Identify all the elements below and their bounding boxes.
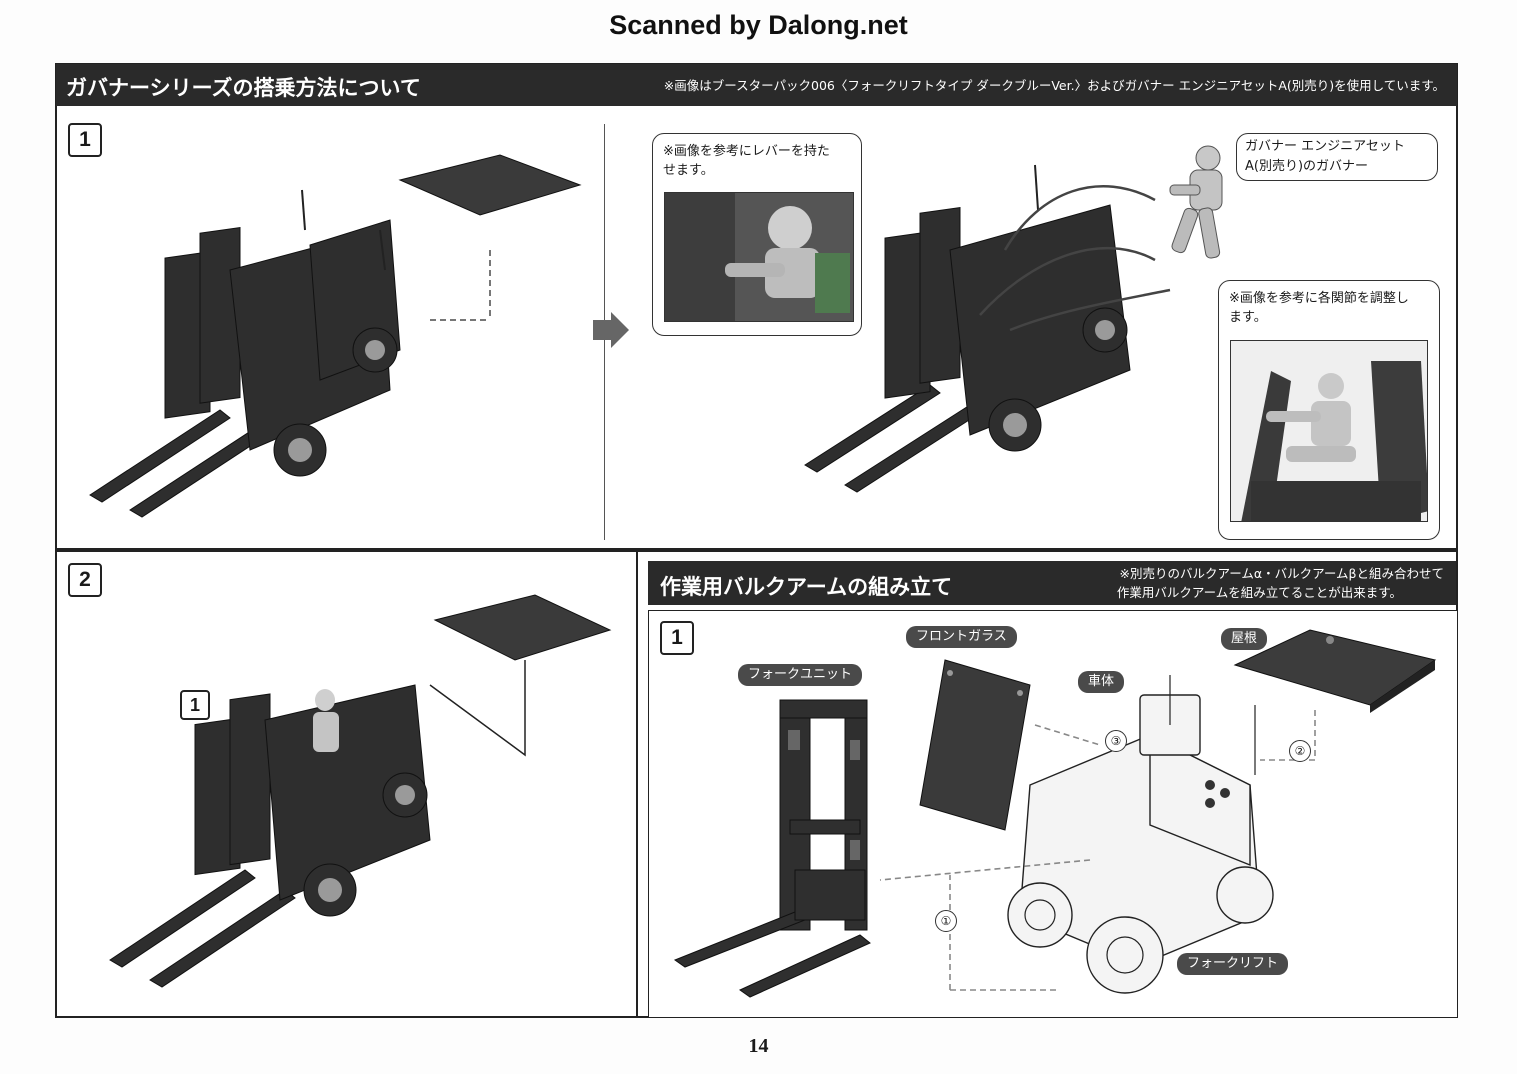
scan-credit: Scanned by Dalong.net [609, 10, 908, 40]
assembly-guides [879, 710, 1316, 991]
bulk-arm-step-1-marker: 1 [660, 621, 694, 655]
callout-governor: ガバナー エンジニアセットA(別売り)のガバナー [1236, 133, 1438, 181]
boarding-section-header: ガバナーシリーズの搭乗方法について ※画像はブースターパック006〈フォークリフ… [56, 64, 1457, 106]
label-front-glass: フロントガラス [906, 626, 1017, 648]
label-roof: 屋根 [1221, 628, 1268, 650]
roof-illustration [1233, 629, 1437, 713]
forklift-illustration-step2 [109, 594, 612, 988]
forklift-illustration-boarding [804, 164, 1171, 493]
bulk-arm-note-line1: ※別売りのバルクアームα・バルクアームβと組み合わせて [1119, 566, 1444, 581]
order-marker-2: ② [1289, 740, 1311, 762]
callout-lever-text: ※画像を参考にレバーを持たせます。 [663, 144, 830, 178]
callout-joints-text: ※画像を参考に各関節を調整します。 [1229, 291, 1409, 325]
callout-governor-text: ガバナー エンジニアセットA(別売り)のガバナー [1245, 139, 1405, 174]
arrow-right-icon [593, 312, 629, 348]
lever-photo [664, 192, 854, 322]
front-glass-illustration [919, 659, 1031, 831]
order-marker-3: ③ [1105, 730, 1127, 752]
step-2-marker: 2 [68, 563, 102, 597]
bulk-arm-title: 作業用バルクアームの組み立て [660, 575, 953, 599]
bulk-arm-header: 作業用バルクアームの組み立て ※別売りのバルクアームα・バルクアームβと組み合わ… [648, 561, 1456, 605]
step-2-detail-marker: 1 [180, 690, 210, 720]
label-forklift: フォークリフト [1177, 953, 1289, 975]
label-body: 車体 [1078, 671, 1125, 693]
governor-figure [1169, 145, 1223, 259]
joints-photo [1230, 340, 1428, 522]
step-1-marker: 1 [68, 123, 102, 157]
label-fork-unit: フォークユニット [738, 664, 863, 686]
boarding-section-title: ガバナーシリーズの搭乗方法について [66, 76, 421, 100]
fork-unit-illustration [673, 699, 871, 998]
order-marker-1: ① [935, 910, 957, 932]
forklift-illustration-step1 [89, 154, 582, 518]
page-number: 14 [748, 1035, 769, 1057]
forklift-body-illustration [1007, 675, 1274, 994]
boarding-section-note: ※画像はブースターパック006〈フォークリフトタイプ ダークブルーVer.〉およ… [663, 78, 1445, 93]
bulk-arm-note-line2: 作業用バルクアームを組み立てることが出来ます。 [1116, 585, 1402, 600]
